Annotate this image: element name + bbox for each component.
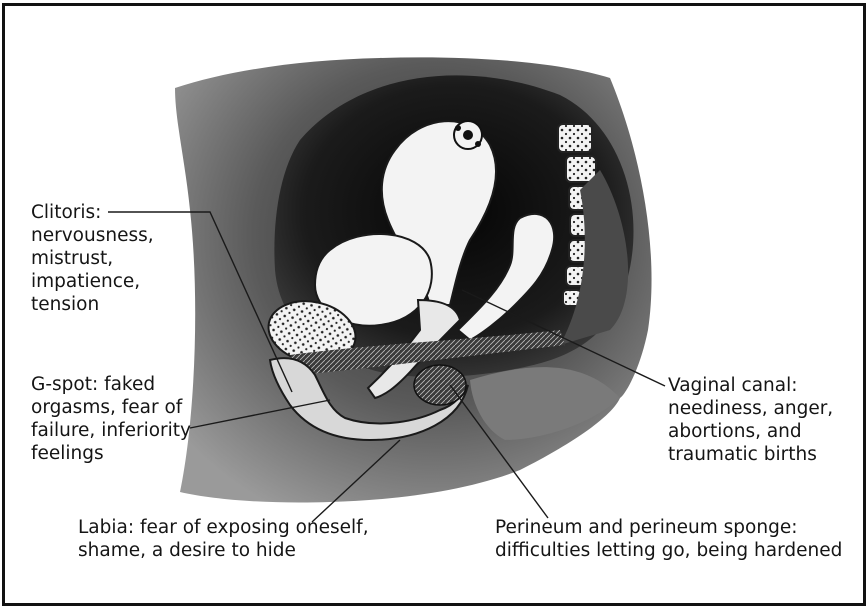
gspot-line-4: feelings: [31, 442, 191, 465]
gspot-line-1: G-spot: faked: [31, 373, 191, 396]
perineum-line-1: Perineum and perineum sponge:: [495, 516, 842, 539]
clitoris-line-1: nervousness,: [31, 224, 154, 247]
labia-line-1: Labia: fear of exposing oneself,: [78, 516, 369, 539]
vaginal-canal-label: Vaginal canal: neediness, anger, abortio…: [668, 374, 833, 466]
perineum-label: Perineum and perineum sponge: difficulti…: [495, 516, 842, 562]
labia-label: Labia: fear of exposing oneself, shame, …: [78, 516, 369, 562]
labia-line-2: shame, a desire to hide: [78, 539, 369, 562]
ovary: [454, 121, 482, 149]
vaginal-line-4: traumatic births: [668, 443, 833, 466]
clitoris-line-4: tension: [31, 293, 154, 316]
gspot-line-3: failure, inferiority: [31, 419, 191, 442]
gspot-label: G-spot: faked orgasms, fear of failure, …: [31, 373, 191, 465]
clitoris-title: Clitoris:: [31, 201, 154, 224]
gspot-line-2: orgasms, fear of: [31, 396, 191, 419]
clitoris-line-3: impatience,: [31, 270, 154, 293]
clitoris-label: Clitoris: nervousness, mistrust, impatie…: [31, 201, 154, 316]
vaginal-line-3: abortions, and: [668, 420, 833, 443]
vaginal-line-1: Vaginal canal:: [668, 374, 833, 397]
vaginal-line-2: neediness, anger,: [668, 397, 833, 420]
clitoris-line-2: mistrust,: [31, 247, 154, 270]
perineum-sponge: [414, 365, 466, 405]
perineum-line-2: difficulties letting go, being hardened: [495, 539, 842, 562]
